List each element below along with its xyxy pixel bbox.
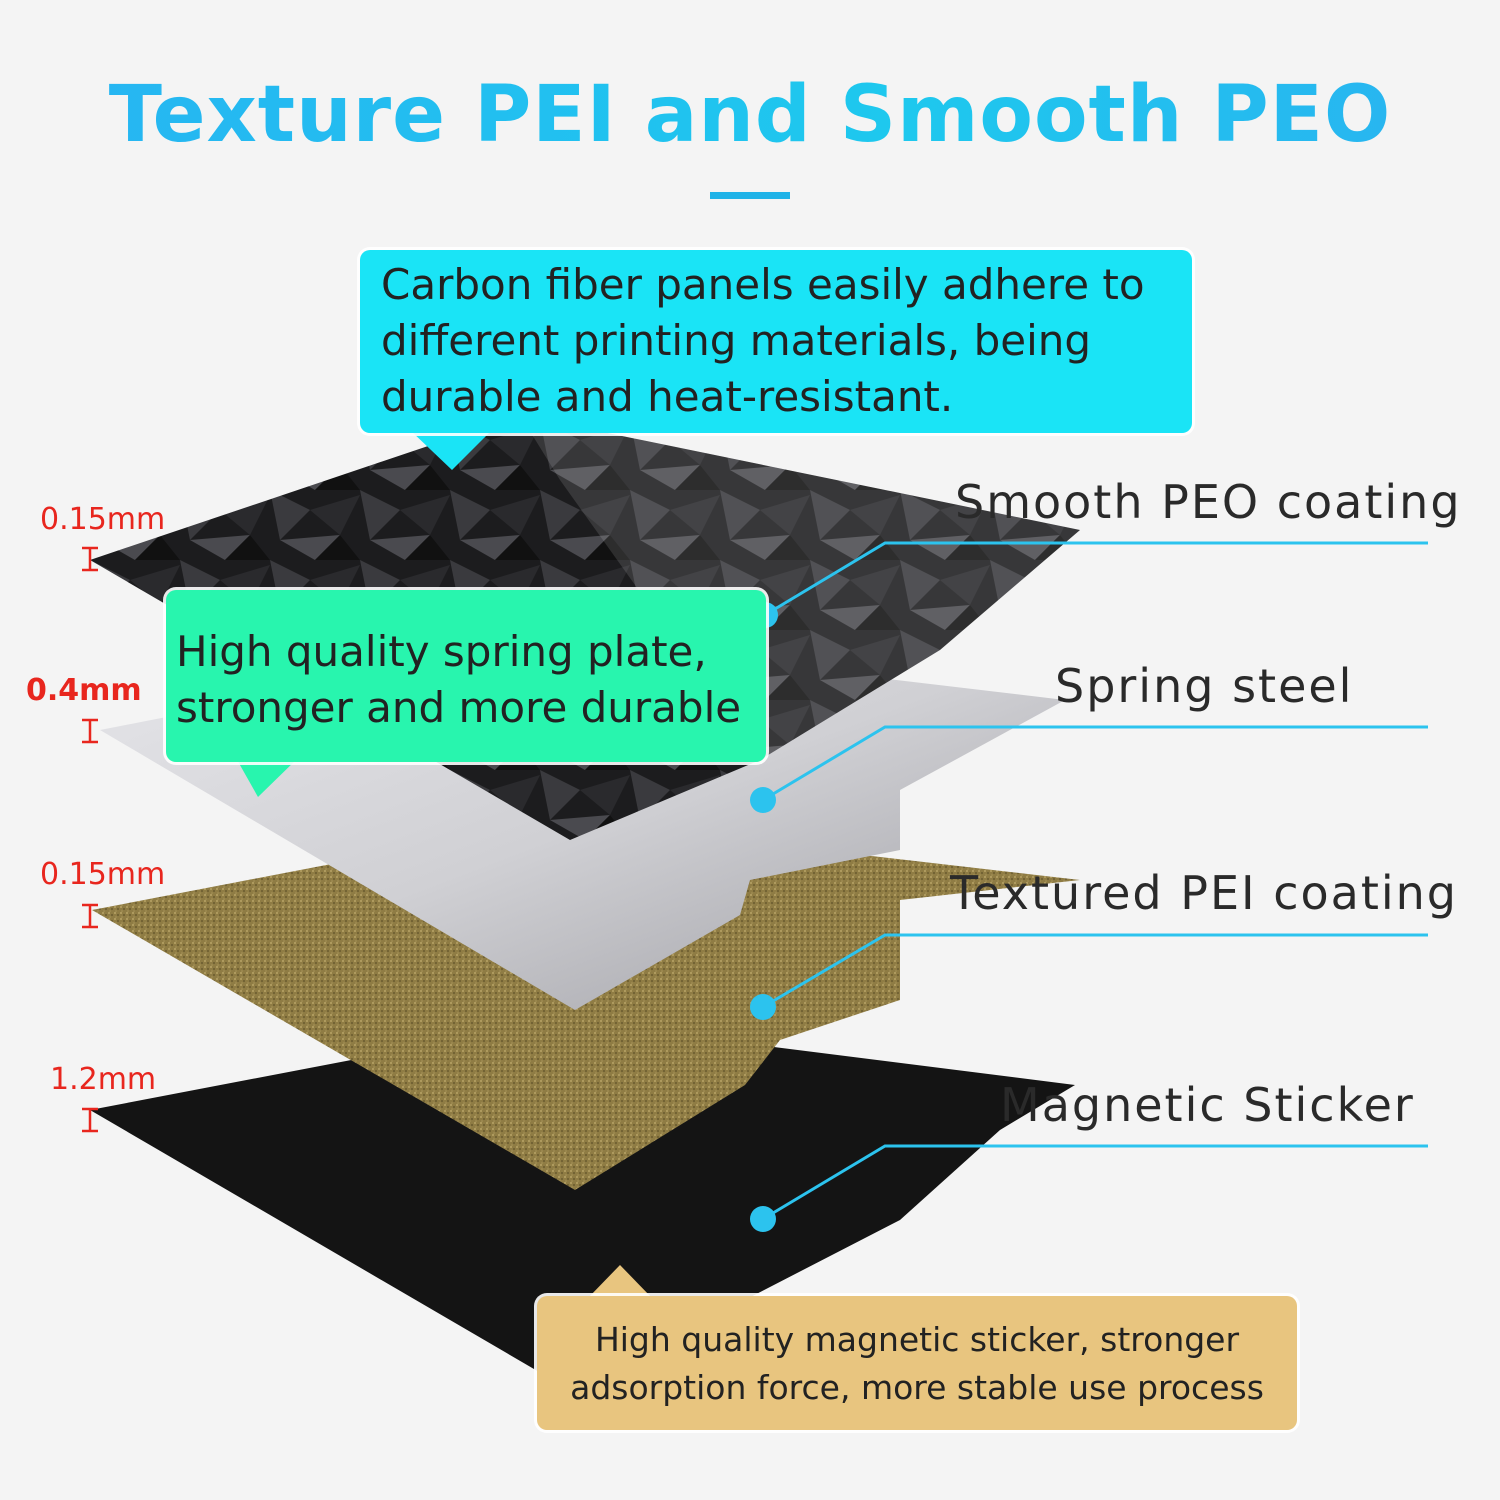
thickness-marker-3 (82, 903, 98, 929)
thickness-marker-1 (82, 546, 98, 572)
textured-pei-layer (92, 820, 1080, 1190)
thickness-marker-4 (82, 1107, 98, 1133)
magnetic-sticker-layer (90, 1020, 1075, 1390)
layer-label-magnetic-sticker: Magnetic Sticker (1000, 1078, 1415, 1132)
thickness-label-smooth-peo: 0.15mm (40, 502, 166, 537)
smooth-peo-sheen (520, 415, 1080, 760)
page-title: Texture PEI and Smooth PEO (0, 70, 1500, 160)
thickness-label-spring-steel: 0.4mm (26, 673, 142, 708)
marker-dot-textured-pei (750, 994, 776, 1020)
layer-label-textured-pei: Textured PEI coating (950, 866, 1458, 920)
layer-label-smooth-peo: Smooth PEO coating (955, 475, 1462, 529)
callout-spring-plate (166, 590, 766, 762)
callout-bottom-pointer (588, 1265, 652, 1298)
callout-spring-plate-text: High quality spring plate, stronger and … (176, 627, 742, 732)
callout-magnetic-sticker (537, 1296, 1297, 1430)
marker-dot-magnetic-sticker (750, 1206, 776, 1232)
callout-top-pointer (410, 430, 492, 470)
thickness-label-magnetic-sticker: 1.2mm (50, 1062, 157, 1097)
leader-line-spring-steel (762, 725, 1428, 802)
title-underline (710, 192, 790, 199)
leader-line-textured-pei (762, 933, 1428, 1009)
callout-middle-pointer (236, 758, 298, 797)
callout-magnetic-sticker-text: High quality magnetic sticker, stronger … (570, 1320, 1264, 1407)
marker-dot-spring-steel (750, 787, 776, 813)
leader-line-smooth-peo (764, 541, 1428, 617)
thickness-label-textured-pei: 0.15mm (40, 857, 166, 892)
thickness-marker-2 (82, 718, 98, 744)
callout-carbon-fiber-text: Carbon fiber panels easily adhere to dif… (381, 260, 1145, 421)
layer-label-spring-steel: Spring steel (1055, 659, 1354, 713)
callout-carbon-fiber (360, 250, 1192, 433)
leader-line-magnetic-sticker (762, 1144, 1428, 1221)
